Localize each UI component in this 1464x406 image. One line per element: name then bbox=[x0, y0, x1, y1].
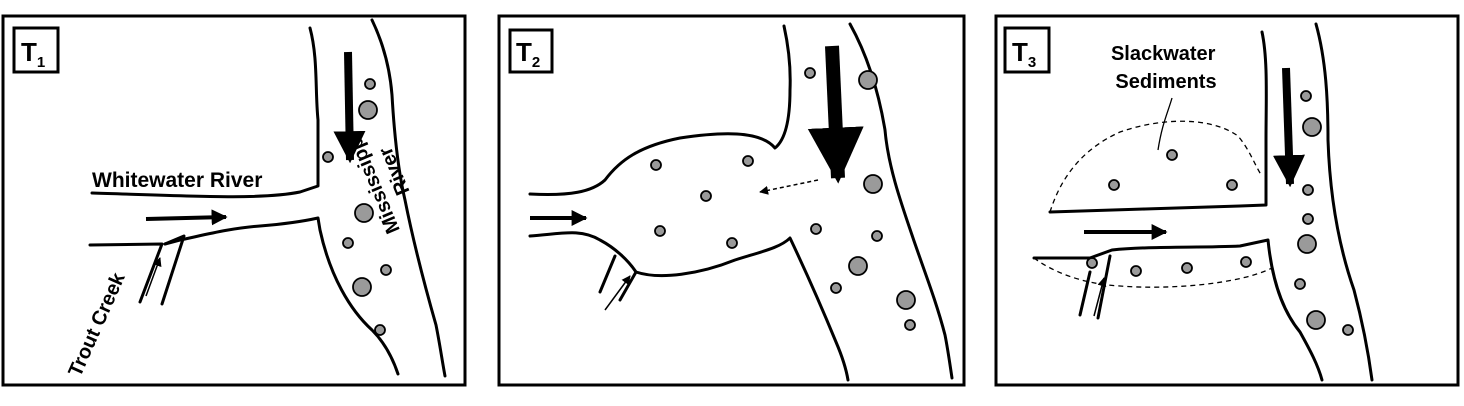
t2-backflow-arrow bbox=[759, 179, 819, 195]
whitewater-flow-arrow bbox=[145, 209, 228, 226]
slackwater-sediment-outline-upper bbox=[1049, 120, 1263, 213]
backwater-north-bank bbox=[528, 24, 792, 196]
panel-t1-sediment bbox=[322, 78, 392, 336]
mississippi-west-bank bbox=[90, 26, 320, 199]
panel-t2: T2 bbox=[497, 14, 966, 387]
t3-mississippi-east-bank bbox=[1314, 22, 1374, 382]
panel-t2-sediment bbox=[650, 67, 916, 331]
panel-t2-tag-subscript: 2 bbox=[532, 54, 540, 71]
panel-t3: T3 bbox=[994, 14, 1460, 387]
slackwater-sediments-label: Slackwater Sediments bbox=[1111, 43, 1221, 93]
whitewater-river-label: Whitewater River bbox=[92, 169, 262, 192]
panel-t1-tag-subscript: 1 bbox=[37, 54, 45, 71]
panel-t2-tag-letter: T bbox=[516, 37, 532, 67]
trout-creek-flow-arrow bbox=[145, 257, 162, 297]
mississippi-east-bank bbox=[370, 18, 447, 378]
svg-text:T1: T1 bbox=[21, 37, 45, 71]
panel-t2-tag: T2 bbox=[508, 28, 554, 74]
slackwater-label-line1: Slackwater bbox=[1111, 43, 1216, 65]
whitewater-south-bank bbox=[163, 216, 400, 376]
t3-mississippi-west-bank bbox=[1048, 30, 1268, 214]
panel-t1-frame bbox=[1, 14, 467, 387]
t2-creek-bank bbox=[598, 254, 617, 294]
t3-mississippi-flow-arrow bbox=[1273, 67, 1305, 188]
svg-text:T2: T2 bbox=[516, 37, 540, 71]
panel-t3-frame bbox=[994, 14, 1460, 387]
t3-creek-east-bank bbox=[1096, 254, 1112, 320]
slackwater-label-line2: Sediments bbox=[1115, 71, 1216, 93]
slackwater-sediment-outline-lower bbox=[1033, 257, 1273, 288]
trout-creek-west-bank bbox=[88, 242, 164, 304]
t3-creek-flow-arrow bbox=[1093, 277, 1107, 317]
t3-creek-west-bank bbox=[1078, 270, 1092, 317]
panel-t1-tag: T1 bbox=[12, 26, 60, 74]
panel-t3-sediment bbox=[1086, 90, 1354, 336]
trout-creek-east-bank bbox=[160, 234, 186, 306]
t3-whitewater-south-bank bbox=[1032, 238, 1324, 382]
t2-mississippi-flow-arrow bbox=[807, 45, 864, 184]
slackwater-leader-line bbox=[1157, 97, 1173, 151]
panel-t1: T1 Whitewater River Trout Creek M bbox=[1, 14, 467, 387]
panel-t3-tag-letter: T bbox=[1012, 37, 1028, 67]
t2-creek-bank-2 bbox=[618, 270, 638, 302]
panel-t3-tag: T3 bbox=[1003, 26, 1051, 74]
mississippi-east-bank-t2 bbox=[848, 22, 954, 380]
backwater-south-bank bbox=[528, 231, 850, 382]
svg-text:T3: T3 bbox=[1012, 37, 1036, 71]
t2-creek-flow-arrow bbox=[604, 275, 631, 311]
mississippi-flow-arrow bbox=[333, 51, 366, 164]
panel-t1-tag-letter: T bbox=[21, 37, 37, 67]
panel-t3-tag-subscript: 3 bbox=[1028, 54, 1036, 71]
panel-t2-frame bbox=[497, 14, 966, 387]
